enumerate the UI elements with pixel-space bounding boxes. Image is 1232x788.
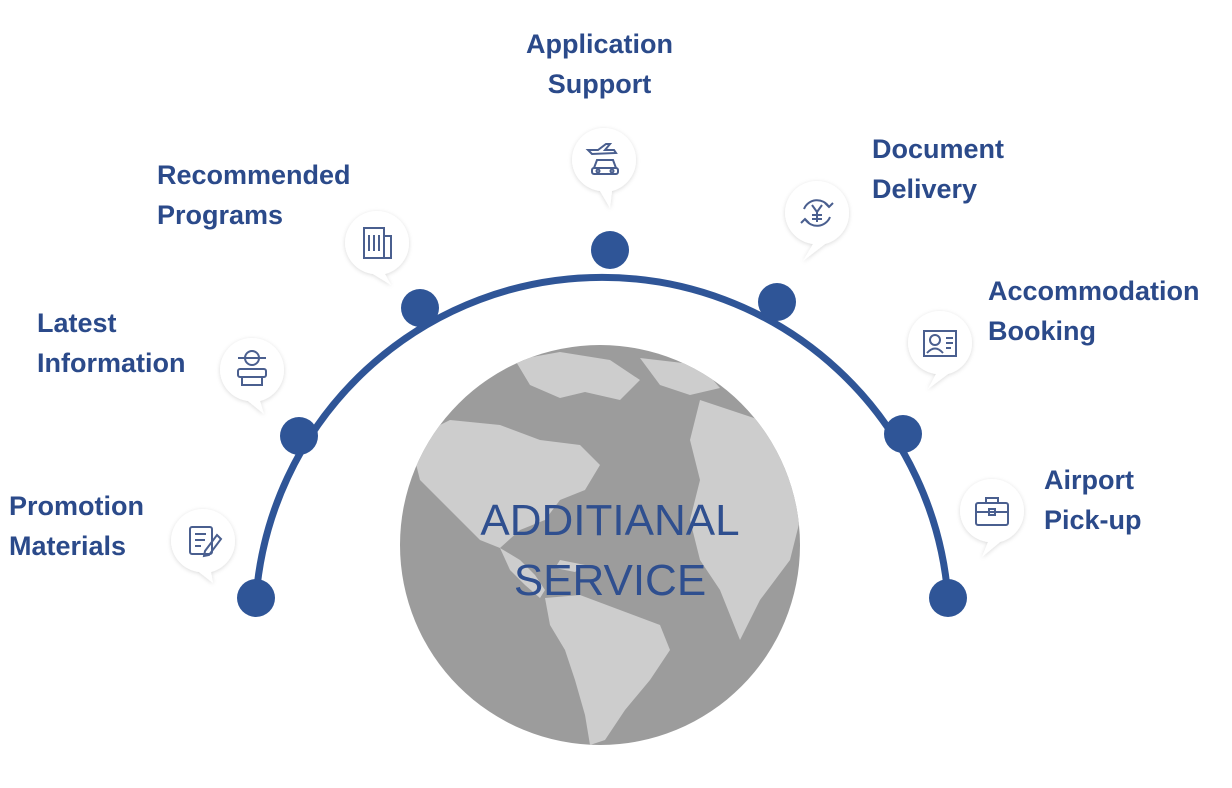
arc-nodes [237, 231, 967, 617]
label-document-delivery: Document Delivery [872, 134, 1005, 204]
bubble-promotion-materials [171, 509, 235, 583]
globe: ADDITIANAL SERVICE [400, 345, 800, 745]
label-recommended-programs: Recommended Programs [157, 160, 351, 230]
id-card-icon [923, 330, 957, 357]
bubble-application-support [572, 128, 636, 208]
bubble-document-delivery [785, 181, 849, 261]
label-airport-pickup: Airport Pick-up [1044, 465, 1142, 535]
arc-node [237, 579, 275, 617]
label-latest-information: Latest Information [37, 308, 186, 378]
bubble-accommodation-booking [908, 311, 972, 389]
bubble-recommended-programs [345, 211, 409, 285]
edit-document-icon [189, 526, 223, 558]
center-title-line2: SERVICE [514, 556, 706, 605]
arc-node [280, 417, 318, 455]
label-accommodation-booking: Accommodation Booking [988, 276, 1200, 346]
label-promotion-materials: Promotion Materials [9, 491, 144, 561]
plane-car-icon [585, 143, 619, 175]
arc-node [758, 283, 796, 321]
center-title-line1: ADDITIANAL [480, 496, 739, 545]
bubble-airport-pickup [960, 479, 1024, 557]
briefcase-icon [975, 497, 1009, 526]
bubble-latest-information [220, 338, 284, 414]
info-desk-person-icon [237, 350, 267, 386]
building-icon [363, 227, 392, 259]
arc-node [884, 415, 922, 453]
arc-node [591, 231, 629, 269]
arc-node [401, 289, 439, 327]
arc-node [929, 579, 967, 617]
label-application-support: Application Support [526, 29, 673, 99]
icon-bubbles [171, 128, 1024, 583]
yen-cycle-icon [800, 199, 834, 227]
